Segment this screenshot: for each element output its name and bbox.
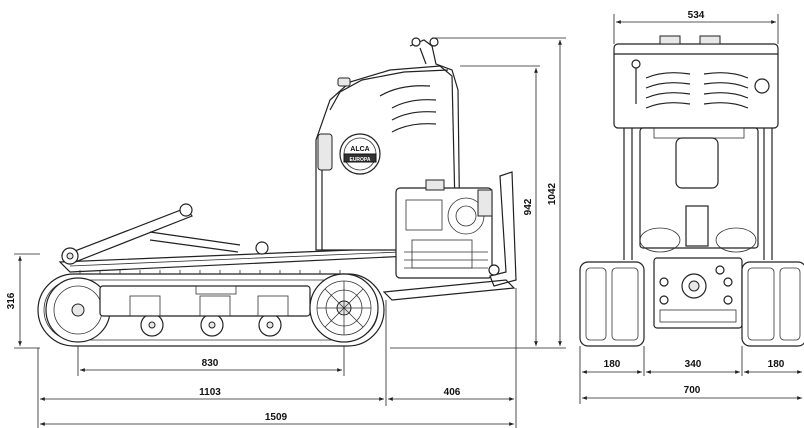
dim-height-track: 316 — [6, 292, 17, 309]
front-dimensions: 534 180 340 180 700 — [579, 10, 802, 404]
dim-total-height: 1042 — [547, 182, 558, 205]
track-assembly — [37, 270, 385, 347]
lever-knob — [631, 59, 641, 69]
cap-icon — [754, 78, 770, 94]
dim-top-width: 534 — [688, 10, 705, 21]
dim-height-blade: 942 — [523, 198, 534, 215]
logo-band — [343, 153, 377, 163]
dim-track-right: 180 — [768, 359, 785, 370]
front-view — [579, 35, 804, 347]
left-track — [579, 261, 645, 347]
engine — [395, 179, 493, 279]
control-knob — [411, 37, 421, 47]
logo-text-top: ALCA — [350, 146, 369, 153]
dim-blade-extension: 406 — [444, 387, 461, 398]
tilt-cylinder — [60, 203, 269, 265]
dozer-blade — [382, 171, 517, 301]
dim-total-width: 700 — [684, 385, 701, 396]
dim-total-length: 1509 — [265, 412, 288, 423]
dim-gap-center: 340 — [685, 359, 702, 370]
right-track — [741, 261, 804, 347]
logo-text-bottom: EUROPA — [349, 157, 370, 163]
dim-track-length: 830 — [202, 358, 219, 369]
side-dimensions: 316 830 1103 406 1509 942 1042 — [6, 37, 566, 428]
control-knob — [429, 37, 439, 47]
side-view: ALCA EUROPA — [37, 37, 517, 347]
dim-track-left: 180 — [604, 359, 621, 370]
dim-body-length: 1103 — [199, 387, 221, 398]
